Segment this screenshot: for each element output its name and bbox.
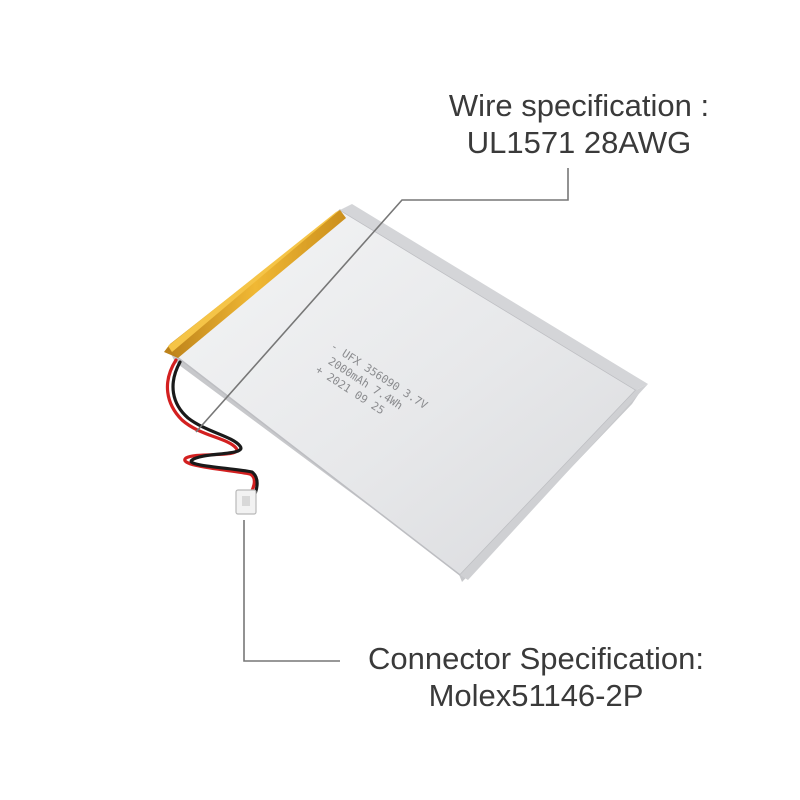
wire-specification-title: Wire specification : bbox=[448, 88, 710, 123]
battery-pouch bbox=[164, 204, 648, 582]
connector bbox=[235, 489, 257, 515]
connector-leader-line bbox=[243, 520, 340, 662]
battery-tape-top bbox=[168, 210, 340, 352]
connector-specification-value: Molex51146-2P bbox=[428, 677, 644, 713]
wire-specification-callout: Wire specification : UL1571 28AWG bbox=[414, 88, 744, 161]
connector-pin bbox=[242, 496, 250, 506]
wire-black bbox=[171, 360, 259, 504]
wire-specification-value: UL1571 28AWG bbox=[466, 124, 692, 160]
battery-seal-fold bbox=[340, 204, 648, 390]
wire-leader-line bbox=[195, 168, 569, 433]
battery-wires bbox=[165, 358, 259, 504]
battery-tape bbox=[164, 210, 346, 358]
battery-seal-bottom bbox=[460, 384, 648, 580]
connector-specification-title: Connector Specification: bbox=[367, 641, 705, 676]
connector-specification-callout: Connector Specification: Molex51146-2P bbox=[346, 641, 726, 714]
